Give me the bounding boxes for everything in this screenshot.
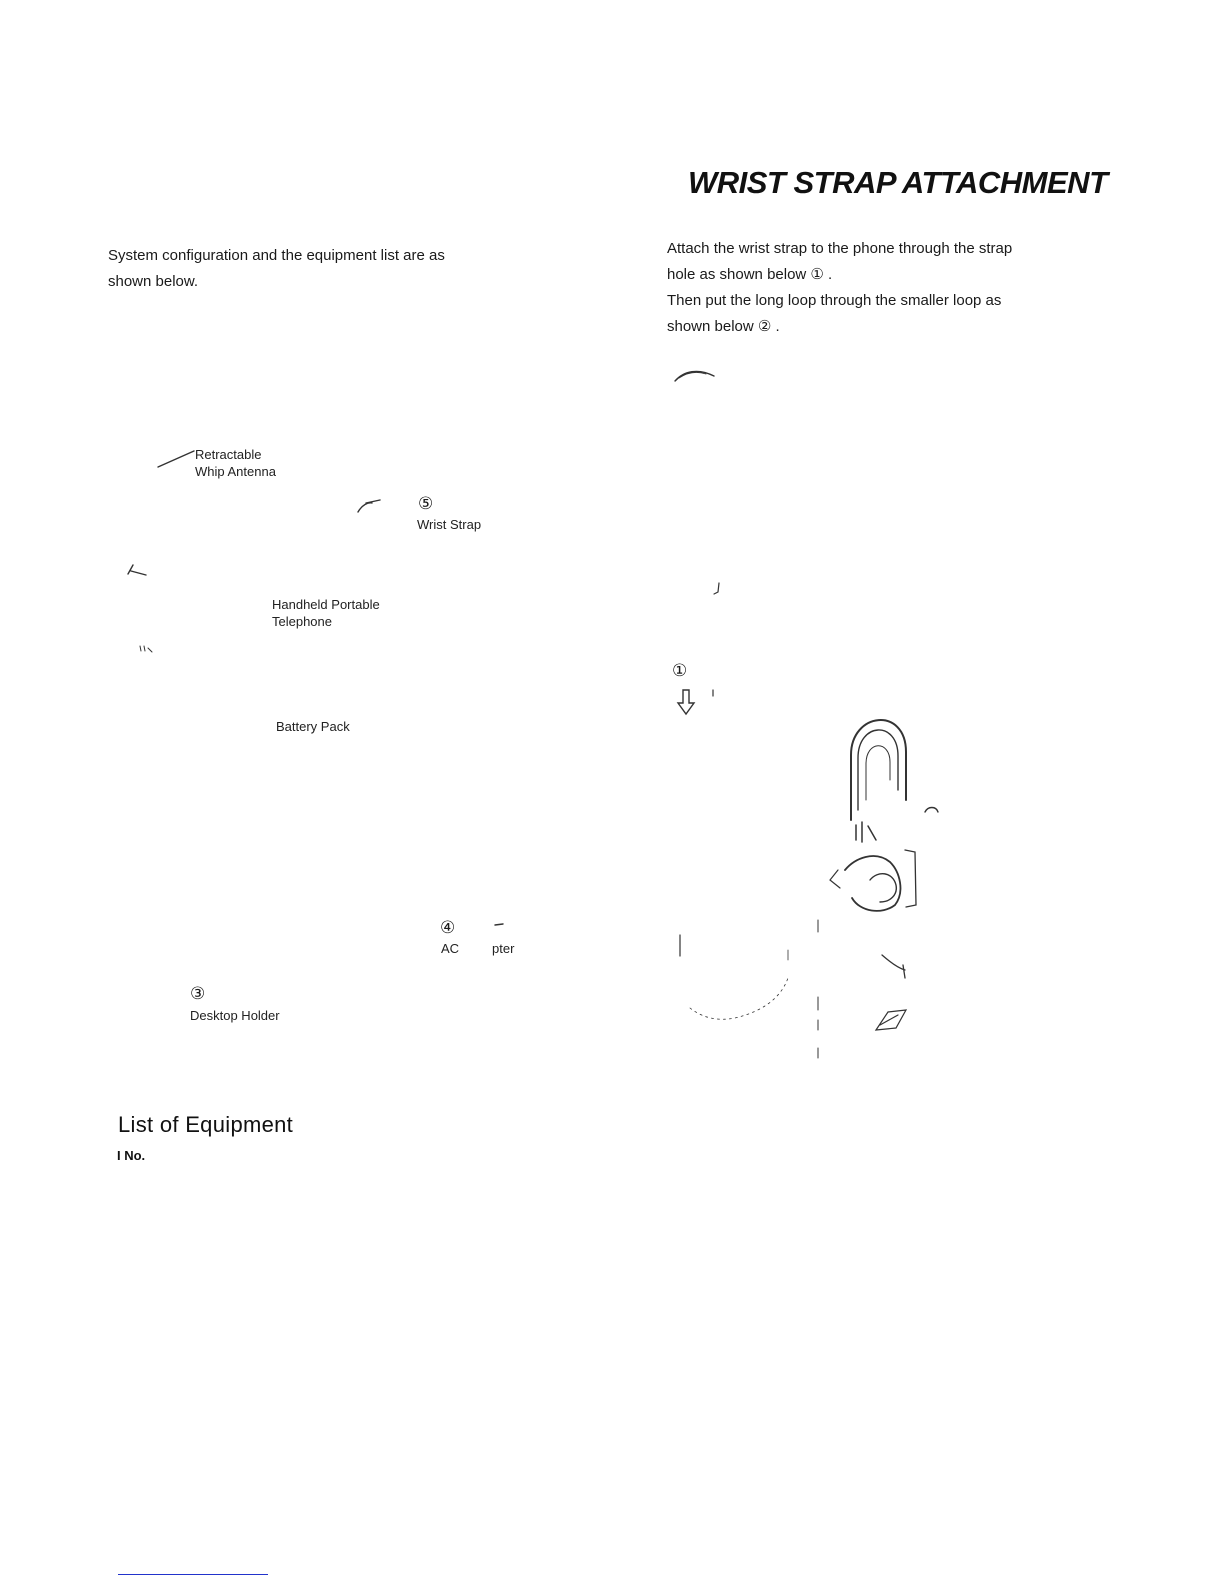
desktop-holder-label: Desktop Holder [190,1008,280,1023]
down-arrow-icon [676,689,696,716]
bottom-rule [118,1574,268,1575]
strap-hole-mark [924,806,939,813]
phone-fragment-mark [127,564,147,576]
ac-adapter-number: ④ [440,918,456,937]
para2-line-1: Then put the long loop through the small… [667,292,1002,309]
list-of-equipment-heading: List of Equipment [118,1112,294,1137]
antenna-label: Retractable Whip Antenna [195,447,276,479]
list-column-number: I No. [117,1148,146,1163]
strap-mark-icon [357,499,381,513]
intro-line-1: System configuration and the equipment l… [108,247,445,264]
strap-loop-outer [850,719,907,821]
instructions-paragraph: Attach the wrist strap to the phone thro… [667,236,1107,340]
phone-label: Handheld Portable Telephone [272,597,380,629]
para1-line-2: hole as shown below ① . [667,266,833,283]
intro-line-2: shown below. [108,273,199,290]
step-1-number: ① [672,661,688,680]
wrist-strap-label: Wrist Strap [417,517,482,532]
phone-dots-mark [139,645,153,653]
clip-icon [874,1009,908,1031]
strap-curve-mark [674,370,715,382]
small-j-mark [713,582,720,595]
para1-line-1: Attach the wrist strap to the phone thro… [667,240,1013,257]
antenna-leader-line [157,450,195,468]
strap-knot [844,855,902,912]
battery-pack-label: Battery Pack [276,719,350,734]
intro-paragraph: System configuration and the equipment l… [108,243,548,295]
wrist-strap-number: ⑤ [418,494,434,513]
para2-line-2: shown below ② . [667,318,780,335]
ac-adapter-label-a: AC [441,941,460,956]
page-title: WRIST STRAP ATTACHMENT [688,165,1108,200]
adapter-dash-mark [494,923,504,926]
ac-adapter-label-b: pter [492,941,515,956]
desktop-holder-number: ③ [190,984,206,1003]
